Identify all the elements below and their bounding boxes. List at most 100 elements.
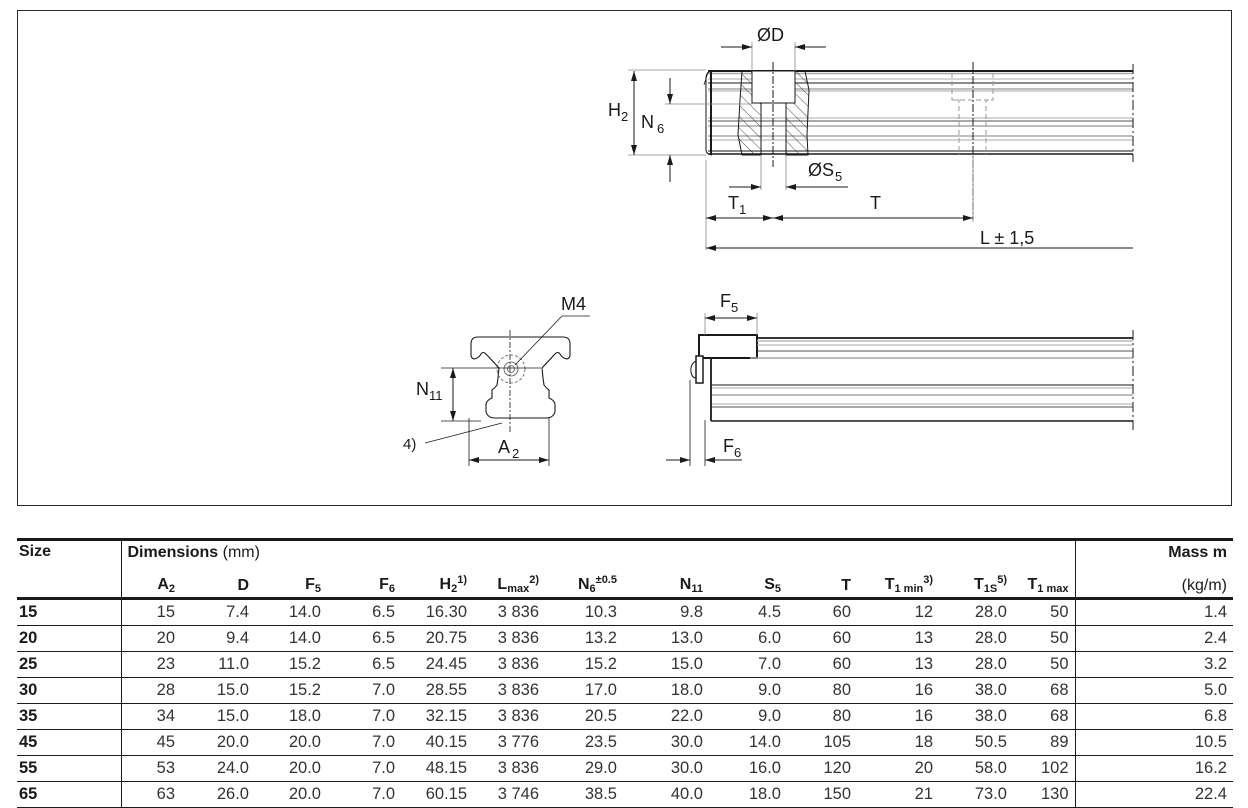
mass-cell: 10.5 xyxy=(1074,729,1233,756)
dimension-cell: 10.3 xyxy=(545,598,623,626)
size-cell: 55 xyxy=(17,755,121,782)
column-header: H21) xyxy=(401,565,473,600)
dimension-cell: 16.30 xyxy=(401,598,473,626)
dimension-cell: 50 xyxy=(1013,625,1075,652)
dimension-cell: 20.0 xyxy=(255,781,327,808)
dimension-cell: 16 xyxy=(857,703,939,730)
dimension-cell: 12 xyxy=(857,598,939,626)
dimension-cell: 40.15 xyxy=(401,729,473,756)
dimension-cell: 68 xyxy=(1013,677,1075,704)
dimension-cell: 60 xyxy=(787,598,857,626)
dimension-cell: 89 xyxy=(1013,729,1075,756)
dimension-cell: 7.0 xyxy=(327,755,401,782)
dimension-cell: 68 xyxy=(1013,703,1075,730)
dimension-cell: 20 xyxy=(857,755,939,782)
size-cell: 15 xyxy=(17,598,121,626)
dimension-cell: 3 746 xyxy=(473,781,545,808)
dimension-cell: 9.4 xyxy=(181,625,255,652)
dimension-cell: 18.0 xyxy=(709,781,787,808)
label-n11: N11 xyxy=(416,379,443,403)
dimension-cell: 120 xyxy=(787,755,857,782)
mass-unit-header: (kg/m) xyxy=(1074,565,1233,600)
dimension-cell: 7.0 xyxy=(327,677,401,704)
dimension-cell: 60 xyxy=(787,625,857,652)
dimension-cell: 50 xyxy=(1013,598,1075,626)
dimension-cell: 3 836 xyxy=(473,625,545,652)
dimension-cell: 20.75 xyxy=(401,625,473,652)
dimension-cell: 15 xyxy=(120,598,181,626)
dimension-cell: 16 xyxy=(857,677,939,704)
technical-drawing: ØD H2 N6 ØS5 T1 T L ± 1,5 M4 N11 4) A2 xyxy=(403,25,1134,466)
dimension-cell: 6.5 xyxy=(327,651,401,678)
dimension-cell: 22.0 xyxy=(623,703,709,730)
dimension-cell: 38.5 xyxy=(545,781,623,808)
dimension-cell: 13.2 xyxy=(545,625,623,652)
dimension-cell: 50.5 xyxy=(939,729,1013,756)
dimension-cell: 7.4 xyxy=(181,598,255,626)
mass-cell: 6.8 xyxy=(1074,703,1233,730)
column-header: S5 xyxy=(709,565,787,600)
size-header: Size xyxy=(17,538,121,600)
dimension-cell: 28.0 xyxy=(939,598,1013,626)
dimension-cell: 9.8 xyxy=(623,598,709,626)
label-t: T xyxy=(870,193,881,213)
label-f5: F5 xyxy=(720,291,738,315)
column-header: F6 xyxy=(327,565,401,600)
dimension-cell: 20.0 xyxy=(255,729,327,756)
dimension-cell: 40.0 xyxy=(623,781,709,808)
mass-cell: 22.4 xyxy=(1074,781,1233,808)
dimension-cell: 13.0 xyxy=(623,625,709,652)
dimension-cell: 18.0 xyxy=(255,703,327,730)
dimension-cell: 30.0 xyxy=(623,729,709,756)
dimension-cell: 11.0 xyxy=(181,651,255,678)
mass-cell: 5.0 xyxy=(1074,677,1233,704)
dimension-cell: 3 836 xyxy=(473,651,545,678)
column-header: N6±0.5 xyxy=(545,565,623,600)
dimension-cell: 23 xyxy=(120,651,181,678)
column-header: N11 xyxy=(623,565,709,600)
dimension-cell: 38.0 xyxy=(939,677,1013,704)
dimension-cell: 30.0 xyxy=(623,755,709,782)
dimension-cell: 20 xyxy=(120,625,181,652)
dimension-cell: 3 836 xyxy=(473,703,545,730)
dimension-cell: 28.55 xyxy=(401,677,473,704)
label-h2: H2 xyxy=(608,100,628,124)
dimension-cell: 24.0 xyxy=(181,755,255,782)
column-header: T1 min3) xyxy=(857,565,939,600)
size-cell: 25 xyxy=(17,651,121,678)
dimension-cell: 16.0 xyxy=(709,755,787,782)
dimension-cell: 60 xyxy=(787,651,857,678)
size-cell: 30 xyxy=(17,677,121,704)
label-m4: M4 xyxy=(561,294,586,314)
column-header: D xyxy=(181,565,255,600)
dimension-cell: 150 xyxy=(787,781,857,808)
dimension-cell: 15.2 xyxy=(255,677,327,704)
dimension-cell: 15.0 xyxy=(623,651,709,678)
dimension-cell: 53 xyxy=(120,755,181,782)
dimension-cell: 73.0 xyxy=(939,781,1013,808)
dimension-cell: 80 xyxy=(787,703,857,730)
dimension-cell: 18.0 xyxy=(623,677,709,704)
dimension-cell: 24.45 xyxy=(401,651,473,678)
column-header: A2 xyxy=(120,565,181,600)
size-cell: 35 xyxy=(17,703,121,730)
label-l: L ± 1,5 xyxy=(980,228,1034,248)
dimension-cell: 26.0 xyxy=(181,781,255,808)
dimension-cell: 63 xyxy=(120,781,181,808)
dimension-cell: 102 xyxy=(1013,755,1075,782)
dimension-cell: 7.0 xyxy=(709,651,787,678)
rail-profile xyxy=(470,336,571,419)
mass-cell: 1.4 xyxy=(1074,598,1233,626)
dimension-cell: 20.0 xyxy=(255,755,327,782)
dimension-cell: 105 xyxy=(787,729,857,756)
dimension-cell: 58.0 xyxy=(939,755,1013,782)
dimension-cell: 14.0 xyxy=(255,598,327,626)
hidden-mounting-hole xyxy=(951,62,994,220)
